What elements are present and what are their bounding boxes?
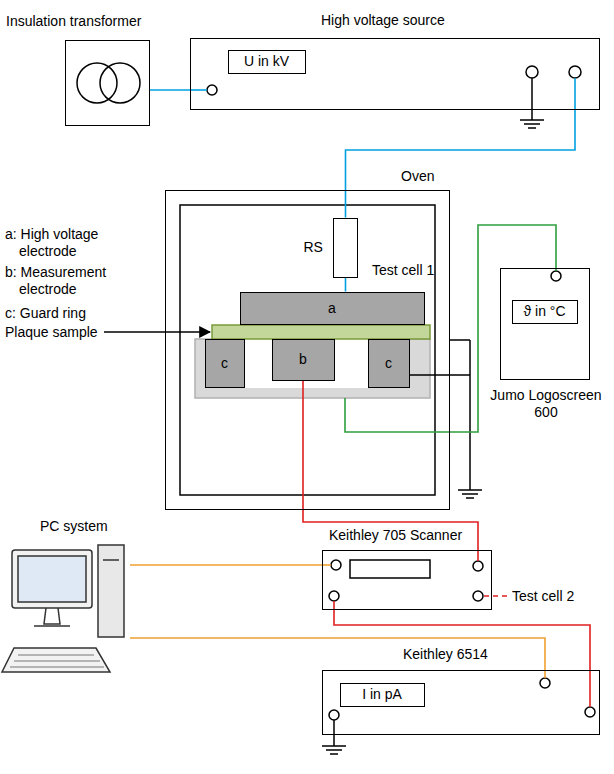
electrode: b <box>272 339 335 381</box>
resistor-symbol: RS <box>333 218 358 278</box>
wire-connector <box>346 110 576 218</box>
node-text: a <box>328 300 336 317</box>
wire-stub <box>190 89 207 91</box>
electrode: a <box>240 292 425 325</box>
wire-stub <box>322 564 331 566</box>
terminal <box>551 271 561 281</box>
oven-box: OvenRSacbc <box>165 190 450 510</box>
node-text: c <box>221 355 228 372</box>
wire-stub <box>589 670 591 707</box>
legend-note: c: Guard ring <box>5 305 159 322</box>
recorder-box: Jumo Logoscreen 600ϑ in °C <box>500 268 590 380</box>
node-heading: PC system <box>40 518 108 535</box>
ground-symbol <box>322 720 346 754</box>
transformer-symbol <box>77 63 117 103</box>
pc-monitor <box>12 550 92 608</box>
node-heading: Keithley 705 Scanner <box>329 527 462 544</box>
node-heading: High voltage source <box>321 12 445 29</box>
node-heading: Keithley 6514 <box>403 646 488 663</box>
wire-connector <box>334 610 590 670</box>
terminal <box>473 561 483 571</box>
node-heading: Insulation transformer <box>6 13 141 30</box>
wire-connector <box>130 564 322 566</box>
terminal <box>331 560 341 570</box>
node-heading: Oven <box>401 168 434 185</box>
test-cell-cavity <box>245 339 368 388</box>
terminal <box>540 678 550 688</box>
oven-inner-wall <box>180 205 435 495</box>
display-box: ϑ in °C <box>512 300 578 324</box>
wire-connector <box>150 89 190 91</box>
node-text: ϑ in °C <box>523 303 565 320</box>
plaque-sample <box>212 325 430 339</box>
transformer-symbol <box>100 63 140 103</box>
node-text: U in kV <box>244 53 289 70</box>
terminal <box>329 710 339 720</box>
earth-wire <box>410 340 482 498</box>
guard-ring: c <box>205 339 245 388</box>
terminal <box>473 591 483 601</box>
wire-stub <box>333 601 335 610</box>
wire-connector <box>303 381 478 551</box>
pc-keyboard <box>2 648 110 672</box>
wire-stub <box>477 550 479 561</box>
wire-stub <box>544 670 546 678</box>
wire-connector <box>130 638 545 670</box>
display-box: U in kV <box>228 50 306 74</box>
scanner-box: Keithley 705 Scanner <box>322 550 492 610</box>
pc-keyboard <box>10 655 104 667</box>
part-label: Test cell 1 <box>372 262 434 279</box>
guard-ring: c <box>368 339 410 388</box>
pc-stand <box>34 608 70 626</box>
electrometer-box: Keithley 6514I in pA <box>322 670 600 735</box>
node-text: b <box>299 351 307 368</box>
test-cell-base <box>195 339 430 398</box>
terminal <box>585 707 595 717</box>
part-label: Plaque sample <box>5 324 98 341</box>
leader-arrow <box>104 331 210 333</box>
legend-note: a: High voltage electrode <box>5 226 159 260</box>
ground-symbol <box>520 78 544 128</box>
terminal <box>526 66 538 78</box>
node-text: c <box>385 355 392 372</box>
part-label: Test cell 2 <box>512 588 574 605</box>
terminal <box>207 85 217 95</box>
legend-note: b: Measurement electrode <box>5 264 159 298</box>
test-cell-2-wire <box>484 595 508 597</box>
node-heading: Jumo Logoscreen 600 <box>486 387 606 421</box>
wire-stub <box>574 78 576 110</box>
node-text: I in pA <box>362 686 402 703</box>
pc-screen <box>18 556 86 602</box>
pc-system: PC system <box>5 540 130 680</box>
terminal <box>329 591 339 601</box>
node-heading: RS <box>304 239 323 256</box>
pc-tower <box>103 559 119 561</box>
voltage-source-box: High voltage sourceU in kV <box>190 38 600 110</box>
transformer-box: Insulation transformer <box>65 40 150 126</box>
display-box: I in pA <box>340 683 425 707</box>
display <box>350 560 430 578</box>
terminal <box>569 66 581 78</box>
wire-connector <box>345 278 347 292</box>
pc-tower <box>98 545 124 637</box>
